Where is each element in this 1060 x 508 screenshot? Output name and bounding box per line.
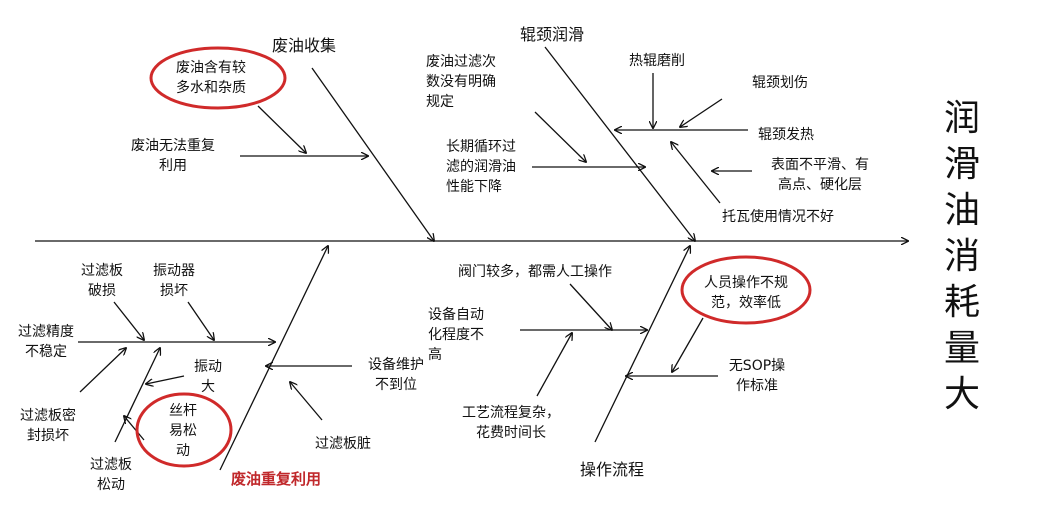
category-roll-neck-lubrication: 辊颈润滑 — [520, 25, 585, 44]
bone-operation-process — [594, 246, 690, 443]
bone-roll-neck-lubrication — [544, 46, 695, 241]
cause-filter-plate-loose: 过滤板 松动 — [90, 457, 132, 493]
arrow-nonstandard-operation — [672, 317, 704, 372]
cause-long-cycle-degradation: 长期循环过 滤的润滑油 性能下降 — [446, 139, 516, 195]
bone-waste-oil-reuse — [219, 246, 328, 471]
highlight-circle-screw-loose — [135, 392, 233, 468]
highlight-circle-water-impurities — [149, 46, 287, 110]
cause-screw-loose: 丝杆 易松 动 — [169, 403, 197, 459]
cause-filter-plate-dirty: 过滤板脏 — [315, 436, 371, 452]
arrow-water-impurities — [257, 105, 306, 153]
highlight-circle-nonstandard-operation — [680, 255, 812, 325]
category-waste-oil-collection: 废油收集 — [272, 36, 337, 55]
arrow-roll-neck-scratch — [680, 98, 723, 127]
arrow-filter-count — [534, 111, 586, 162]
cause-filter-seal-damaged: 过滤板密 封损坏 — [20, 408, 76, 444]
category-operation-process: 操作流程 — [580, 460, 645, 479]
effect-label: 润 滑 油 消 耗 量 大 — [943, 98, 980, 415]
cause-filter-plate-damaged: 过滤板 破损 — [81, 263, 123, 299]
cause-roll-neck-scratch: 辊颈划伤 — [752, 75, 808, 91]
arrow-vibrator-damaged — [187, 301, 214, 340]
arrow-filter-plate-damaged — [113, 301, 144, 340]
category-waste-oil-reuse: 废油重复利用 — [231, 470, 322, 488]
cause-filter-precision-unstable: 过滤精度 不稳定 — [18, 324, 74, 360]
cause-nonstandard-operation: 人员操作不规 范，效率低 — [704, 275, 788, 311]
cause-bearing-usage-poor: 托瓦使用情况不好 — [722, 209, 834, 225]
cause-complex-process: 工艺流程复杂， 花费时间长 — [462, 405, 560, 441]
arrow-filter-plate-loose — [124, 416, 145, 441]
arrow-filter-seal-damaged — [79, 348, 126, 393]
cause-vibrator-damaged: 振动器 损坏 — [153, 263, 195, 299]
cause-hot-roll-grinding: 热辊磨削 — [629, 53, 685, 69]
bone-waste-oil-collection — [311, 67, 434, 241]
arrow-many-valves — [569, 283, 612, 330]
arrow-bearing-poor — [671, 142, 721, 204]
cause-no-sop: 无SOP操 作标准 — [728, 358, 786, 394]
cause-maintenance-insufficient: 设备维护 不到位 — [368, 357, 424, 393]
cause-water-impurities: 废油含有较 多水和杂质 — [176, 60, 246, 96]
arrow-complex-process — [536, 333, 572, 397]
cause-roll-neck-heating: 辊颈发热 — [758, 127, 814, 143]
cause-low-automation: 设备自动 化程度不 高 — [428, 307, 484, 363]
cause-uneven-surface: 表面不平滑、有 高点、硬化层 — [771, 157, 869, 193]
cause-not-reusable: 废油无法重复 利用 — [131, 138, 215, 174]
sub-bone-screw-loose — [114, 348, 160, 443]
cause-filter-count-unclear: 废油过滤次 数没有明确 规定 — [426, 54, 496, 110]
cause-vibration-large: 振动 大 — [194, 359, 222, 395]
cause-many-valves-manual: 阀门较多，都需人工操作 — [458, 264, 612, 280]
arrow-filter-plate-dirty — [290, 382, 323, 421]
arrow-vibration-large — [146, 375, 185, 384]
